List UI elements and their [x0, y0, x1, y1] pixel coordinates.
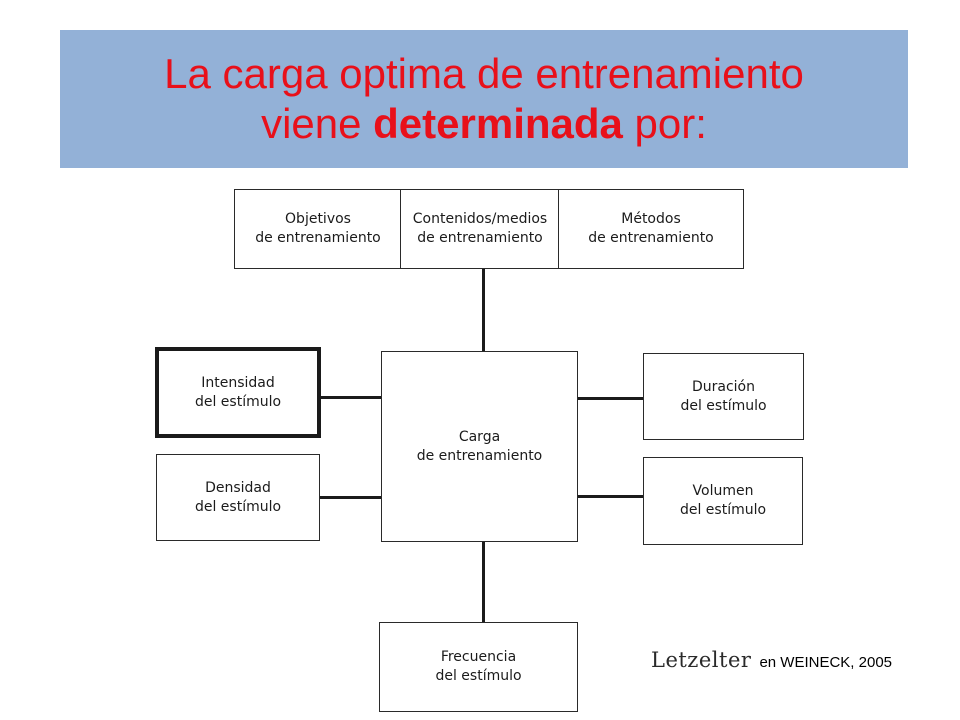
connector-bottom [482, 541, 485, 623]
box-densidad-line2: del estímulo [194, 498, 282, 515]
box-intensidad: Intensidad del estímulo [155, 347, 321, 438]
box-frecuencia-line2: del estímulo [435, 668, 522, 684]
title-line-2-bold: determinada [373, 100, 623, 147]
box-metodos: Métodos de entrenamiento [558, 189, 744, 269]
box-densidad: Densidad del estímulo [156, 454, 320, 541]
connector-top [482, 268, 485, 352]
credit-author: Letzelter [651, 648, 752, 672]
box-duracion-line1: Duración [691, 378, 755, 395]
box-frecuencia-line1: Frecuencia [440, 649, 517, 665]
box-carga: Carga de entrenamiento [381, 351, 578, 542]
box-densidad-line1: Densidad [205, 479, 271, 496]
credit-source: en WEINECK, 2005 [759, 654, 892, 671]
box-contenidos-line2: de entrenamiento [417, 230, 543, 246]
box-carga-line1: Carga [458, 428, 501, 445]
box-objetivos: Objetivos de entrenamiento [234, 189, 402, 269]
title-line-2-post: por: [622, 100, 707, 147]
box-objetivos-line2: de entrenamiento [255, 230, 381, 246]
box-volumen-line2: del estímulo [679, 502, 767, 518]
box-carga-line2: de entrenamiento [416, 447, 543, 464]
box-intensidad-line2: del estímulo [194, 393, 282, 410]
source-credit: Letzelter en WEINECK, 2005 [651, 648, 892, 678]
box-objetivos-line1: Objetivos [285, 211, 351, 227]
box-metodos-line1: Métodos [621, 211, 681, 227]
box-volumen-line1: Volumen [692, 483, 754, 499]
connector-right-volumen [577, 495, 644, 498]
connector-right-duracion [577, 397, 644, 400]
box-volumen: Volumen del estímulo [643, 457, 803, 545]
title-line-2: viene determinada por: [261, 99, 707, 149]
connector-left-intensidad [319, 396, 382, 399]
box-intensidad-line1: Intensidad [201, 374, 275, 391]
connector-left-densidad [319, 496, 382, 499]
title-line-1: La carga optima de entrenamiento [164, 50, 804, 97]
box-duracion: Duración del estímulo [643, 353, 804, 440]
box-duracion-line2: del estímulo [680, 397, 767, 414]
box-metodos-line2: de entrenamiento [588, 230, 714, 246]
box-contenidos-line1: Contenidos/medios [412, 211, 548, 227]
title-line-2-pre: viene [261, 100, 374, 147]
slide-title: La carga optima de entrenamiento viene d… [60, 30, 908, 168]
box-frecuencia: Frecuencia del estímulo [379, 622, 578, 712]
box-contenidos: Contenidos/medios de entrenamiento [400, 189, 560, 269]
